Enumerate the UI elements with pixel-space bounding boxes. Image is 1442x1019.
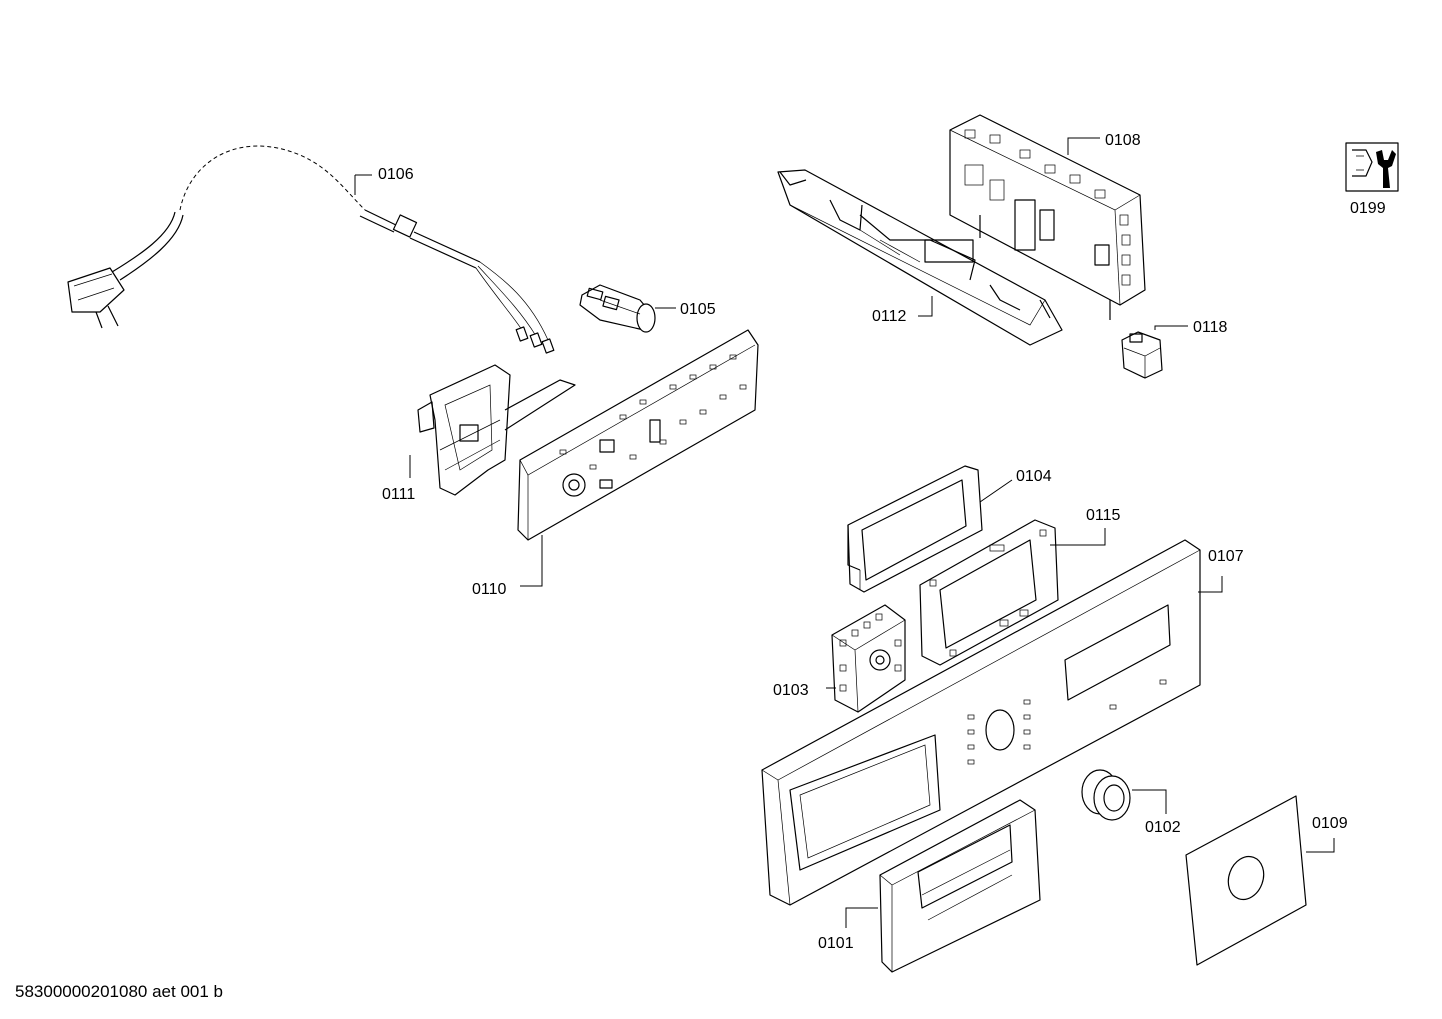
electronic-module-drawing (949, 114, 1146, 320)
rotary-switch-module-drawing (831, 604, 906, 713)
dispenser-handle-drawing (879, 799, 1041, 973)
small-switch-drawing (1121, 331, 1163, 379)
display-cover-drawing (847, 465, 983, 593)
leader-0112 (918, 296, 933, 317)
bracket-drawing (417, 364, 576, 496)
knob-drawing (1081, 769, 1131, 821)
label-0107: 0107 (1208, 548, 1244, 565)
label-0115: 0115 (1086, 507, 1121, 524)
control-pcb-drawing (517, 329, 759, 541)
label-0104: 0104 (1016, 468, 1052, 485)
label-0111: 0111 (382, 486, 415, 503)
label-0103: 0103 (773, 682, 809, 699)
leader-0104 (979, 479, 1013, 503)
label-0199: 0199 (1350, 200, 1386, 217)
leader-0109 (1306, 838, 1335, 853)
leader-0118 (1154, 325, 1188, 330)
label-0106: 0106 (378, 166, 414, 183)
capacitor-drawing (579, 284, 656, 333)
leader-0102 (1132, 789, 1167, 814)
leader-0107 (1198, 576, 1223, 593)
label-0101: 0101 (818, 935, 854, 952)
display-frame-drawing (919, 519, 1059, 666)
tool-symbol-drawing (1345, 142, 1399, 192)
trim-plate-drawing (1185, 795, 1307, 966)
leader-0101 (845, 907, 878, 928)
label-0118: 0118 (1193, 319, 1228, 336)
holder-drawing (777, 169, 1063, 346)
label-0109: 0109 (1312, 815, 1348, 832)
label-0105: 0105 (680, 301, 716, 318)
label-0112: 0112 (872, 308, 907, 325)
control-panel-drawing (761, 539, 1201, 906)
leader-0108 (1067, 137, 1100, 155)
label-0108: 0108 (1105, 132, 1141, 149)
leader-0110 (520, 535, 543, 587)
drawing-number: 58300000201080 aet 001 b (15, 982, 223, 1001)
power-cord-drawing (67, 145, 555, 354)
label-0102: 0102 (1145, 819, 1181, 836)
leader-0115 (1050, 528, 1106, 546)
label-0110: 0110 (472, 581, 507, 598)
